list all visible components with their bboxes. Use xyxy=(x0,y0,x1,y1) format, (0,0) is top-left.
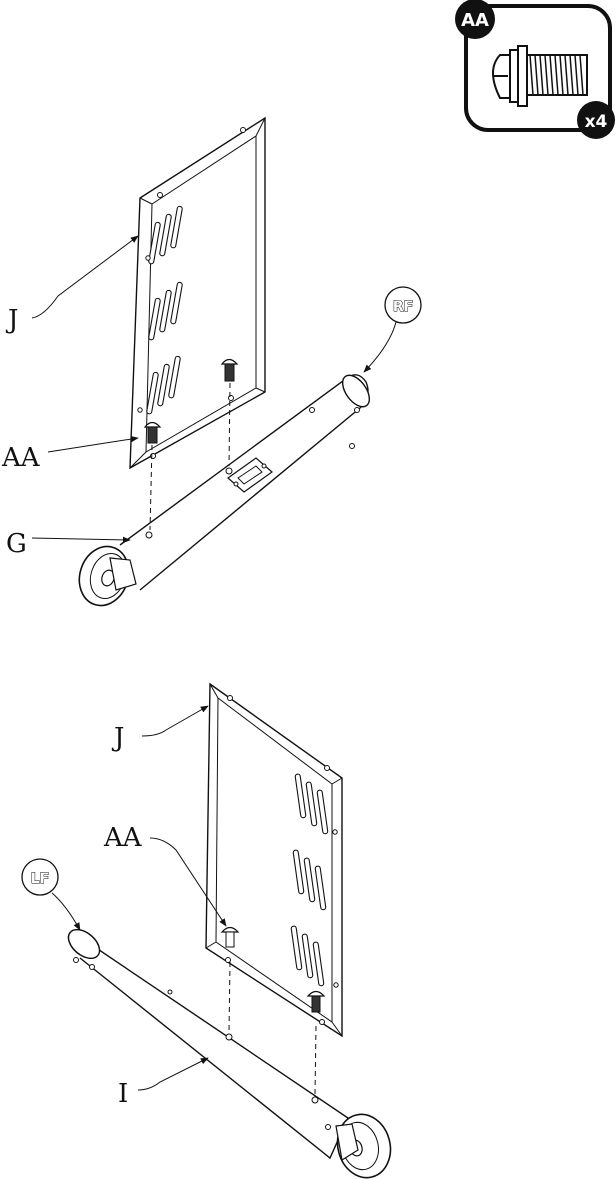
hardware-callout: AA x4 xyxy=(455,0,615,139)
panel-j-bottom xyxy=(206,684,342,1036)
label-g: G xyxy=(6,529,27,559)
label-i: I xyxy=(118,1079,128,1109)
label-aa-bottom: AA xyxy=(103,823,143,853)
top-assembly: J AA G RF xyxy=(1,118,421,612)
quantity-text: x4 xyxy=(585,112,608,132)
label-aa-top: AA xyxy=(1,443,41,473)
panel-j-top xyxy=(130,118,265,468)
side-badge-lf-text: LF xyxy=(31,871,49,887)
side-badge-rf-text: RF xyxy=(393,299,413,315)
label-j-top: J xyxy=(5,305,18,335)
bottom-assembly: J AA I LF xyxy=(22,684,397,1179)
label-j-bottom: J xyxy=(111,723,124,753)
part-code-text: AA xyxy=(461,10,489,31)
